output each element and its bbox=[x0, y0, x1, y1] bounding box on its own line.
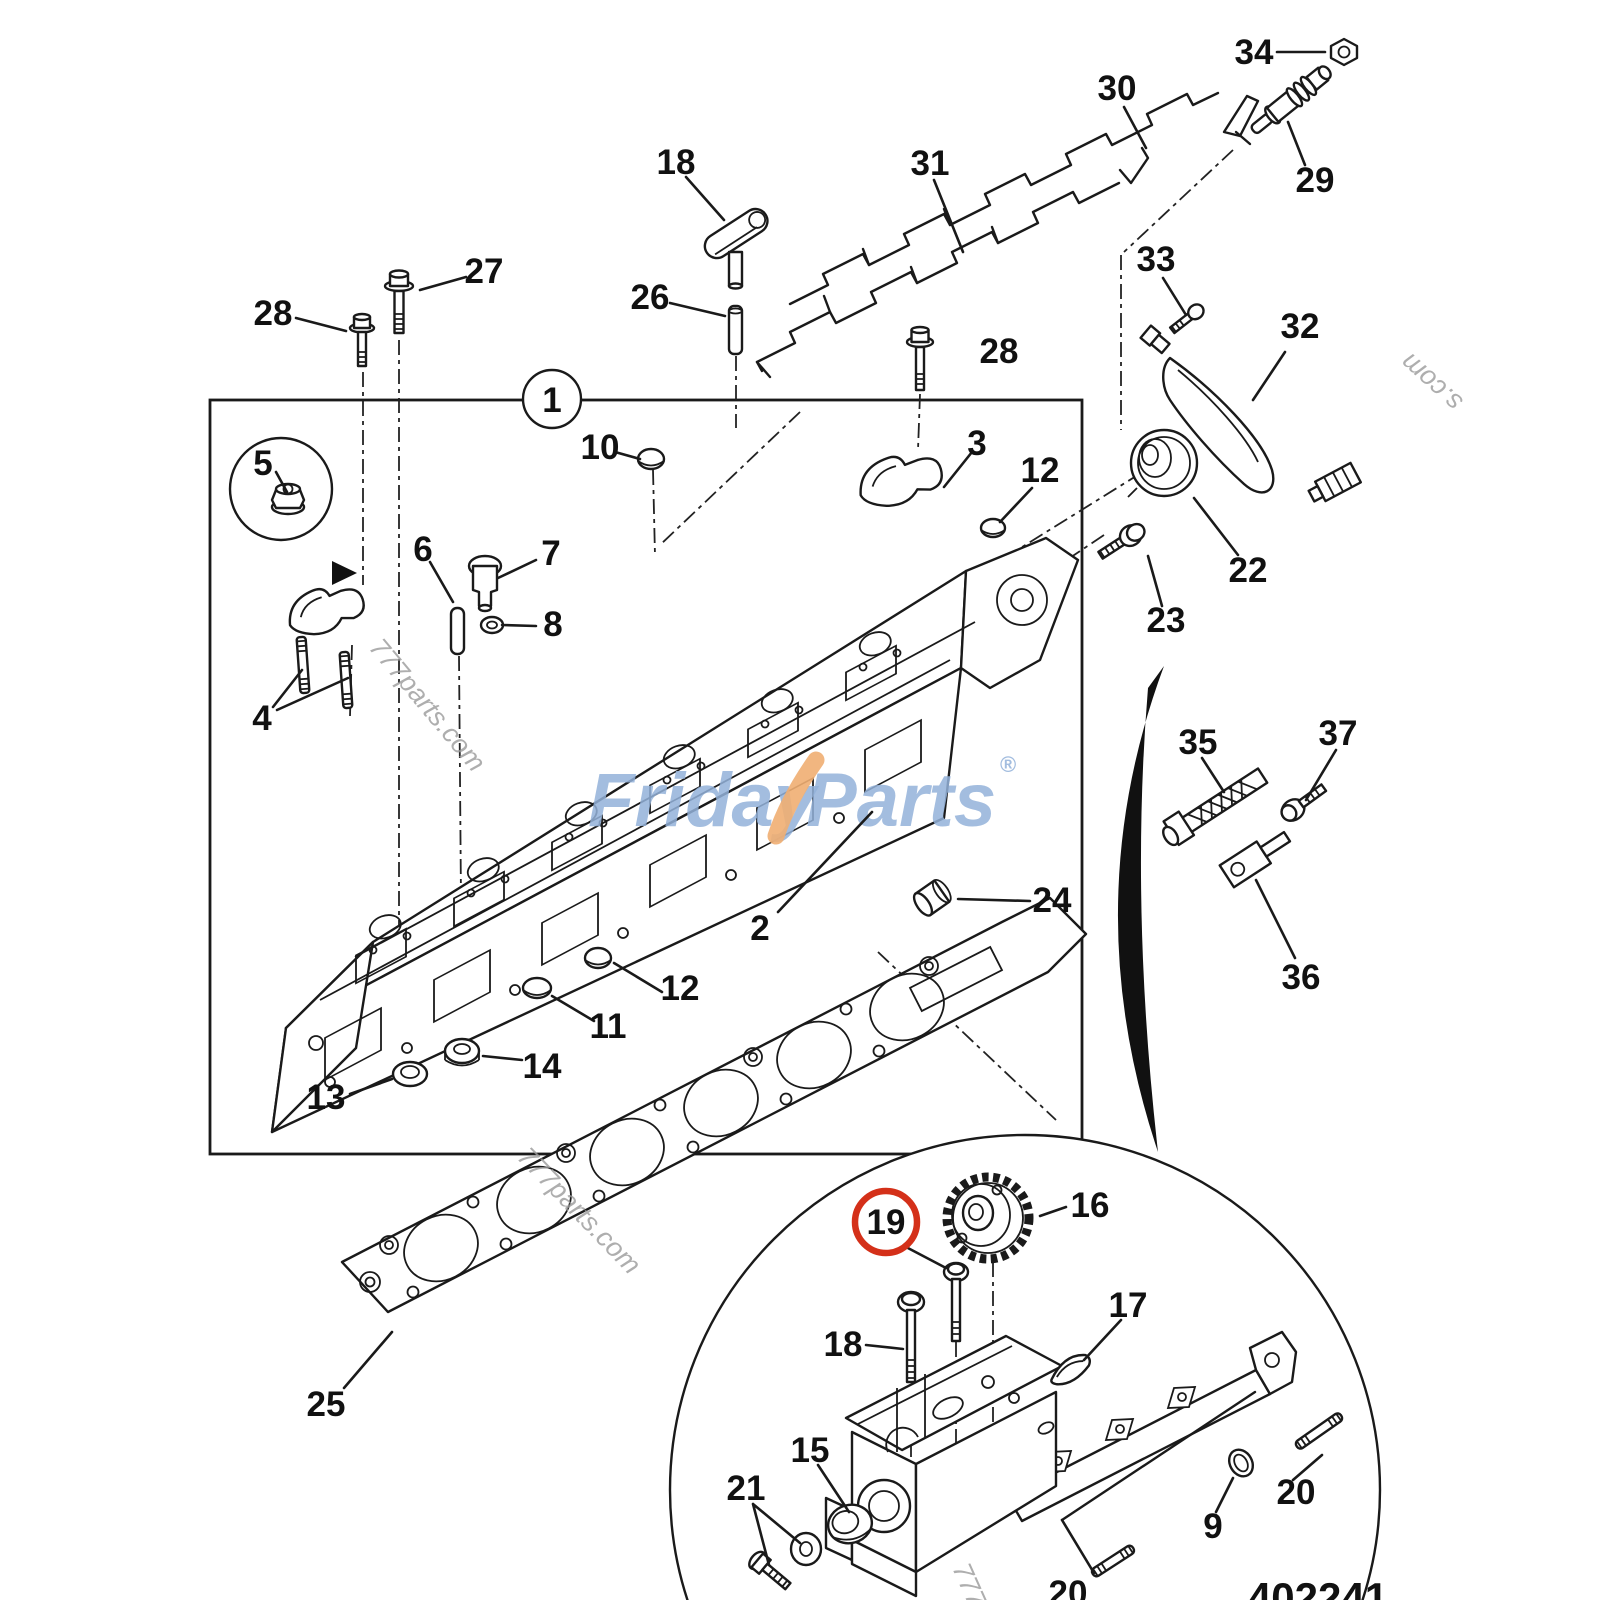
part-label-7: 7 bbox=[541, 534, 560, 573]
gear-16-drawing bbox=[942, 1172, 1034, 1264]
bolt-23-drawing bbox=[1097, 522, 1146, 560]
part-label-11: 11 bbox=[590, 1007, 627, 1046]
oring-9-drawing bbox=[1227, 1448, 1255, 1478]
part-label-14: 14 bbox=[523, 1047, 562, 1086]
part-label-28-left: 28 bbox=[254, 294, 293, 333]
bolt-18-lower-drawing bbox=[896, 1290, 926, 1384]
part-label-12-lower: 12 bbox=[661, 969, 700, 1008]
part-label-36: 36 bbox=[1282, 958, 1321, 997]
brand-text-parts: Parts bbox=[806, 758, 996, 843]
sensor-35-drawing bbox=[1162, 767, 1269, 847]
handle-18-drawing bbox=[703, 207, 769, 290]
stud-20-bottom-drawing bbox=[1090, 1544, 1136, 1578]
part-label-8: 8 bbox=[543, 605, 562, 644]
part-label-17: 17 bbox=[1109, 1286, 1148, 1325]
part-label-24: 24 bbox=[1033, 881, 1072, 920]
adjuster-7-drawing bbox=[467, 554, 503, 613]
nut-5-inset bbox=[228, 436, 357, 585]
pin-6-drawing bbox=[449, 606, 466, 656]
cap-10-drawing bbox=[636, 447, 666, 471]
bolt-28-right-drawing bbox=[905, 325, 935, 392]
part-label-30: 30 bbox=[1098, 69, 1137, 108]
part-label-1: 1 bbox=[542, 381, 561, 420]
part-label-12-upper: 12 bbox=[1021, 451, 1060, 490]
cap-11-drawing bbox=[521, 976, 553, 1000]
cable-32-drawing bbox=[1139, 324, 1363, 503]
inset-sweep-arc bbox=[1117, 666, 1164, 1152]
part-label-33: 33 bbox=[1137, 240, 1176, 279]
callout-circle-1 bbox=[521, 368, 583, 430]
part-label-25: 25 bbox=[307, 1385, 346, 1424]
bolt-19-drawing bbox=[942, 1261, 970, 1343]
part-label-20-bottom: 20 bbox=[1049, 1574, 1088, 1600]
brand-swoosh bbox=[767, 751, 825, 845]
cup-22-drawing bbox=[1127, 428, 1199, 498]
glow-plug-drawing bbox=[1250, 65, 1332, 135]
watermark-fridayparts: Friday Parts ® bbox=[588, 751, 1016, 845]
highlight-circle-19 bbox=[851, 1187, 921, 1257]
part-label-16: 16 bbox=[1071, 1186, 1110, 1225]
brand-registered-mark: ® bbox=[1000, 752, 1016, 777]
part-label-37: 37 bbox=[1319, 714, 1358, 753]
part-label-34: 34 bbox=[1235, 33, 1274, 72]
bolt-21-drawing bbox=[748, 1550, 792, 1591]
part-label-35: 35 bbox=[1179, 723, 1218, 762]
nut-34-drawing bbox=[1329, 37, 1359, 67]
rocker-clamp-left-drawing bbox=[288, 587, 365, 636]
bolt-27-drawing bbox=[383, 269, 415, 335]
part-label-4: 4 bbox=[252, 699, 272, 738]
bolt-33-drawing bbox=[1168, 303, 1205, 335]
bolt-28-left-drawing bbox=[348, 312, 376, 368]
part-label-18-lower: 18 bbox=[824, 1325, 863, 1364]
inset-arrow bbox=[332, 561, 357, 585]
part-label-9: 9 bbox=[1203, 1507, 1222, 1546]
part-label-19: 19 bbox=[867, 1203, 906, 1242]
stud-20-right-drawing bbox=[1294, 1412, 1344, 1450]
part-label-20-right: 20 bbox=[1277, 1473, 1316, 1512]
leader-lines bbox=[271, 50, 1338, 1575]
head-gasket-drawing bbox=[340, 896, 1088, 1314]
part-label-2: 2 bbox=[750, 909, 769, 948]
part-label-32: 32 bbox=[1281, 307, 1320, 346]
part-label-5: 5 bbox=[253, 444, 272, 483]
figure-number: 402241 bbox=[1248, 1574, 1388, 1600]
part-label-26: 26 bbox=[631, 278, 670, 317]
washer-8-drawing bbox=[479, 615, 505, 635]
cylinder-head-drawing bbox=[270, 536, 1080, 1134]
seal-14-drawing bbox=[443, 1037, 481, 1067]
harness-rails-drawing bbox=[755, 91, 1260, 379]
part-label-29: 29 bbox=[1296, 161, 1335, 200]
part-label-15: 15 bbox=[791, 1431, 830, 1470]
part-label-28-right: 28 bbox=[980, 332, 1019, 371]
part-label-6: 6 bbox=[413, 530, 432, 569]
part-label-10: 10 bbox=[581, 428, 620, 467]
nut-5-drawing bbox=[270, 482, 306, 516]
part-label-23: 23 bbox=[1147, 601, 1186, 640]
part-label-21: 21 bbox=[727, 1469, 766, 1508]
watermark-scom-right: s.com bbox=[1394, 347, 1468, 417]
bolt-37-drawing bbox=[1280, 783, 1328, 822]
plug-24-drawing bbox=[912, 879, 952, 917]
watermark-777parts-upper: 777parts.com bbox=[363, 633, 491, 778]
part-label-27: 27 bbox=[465, 252, 504, 291]
part-label-3: 3 bbox=[967, 424, 986, 463]
callout-labels: 1 2 3 4 5 6 7 8 9 10 11 12 12 13 14 15 1… bbox=[252, 33, 1357, 1600]
pin-26-drawing bbox=[727, 304, 744, 356]
part-label-31: 31 bbox=[911, 144, 950, 183]
cap-12-lower-drawing bbox=[583, 946, 613, 970]
bracket-36-drawing bbox=[1218, 830, 1292, 889]
oil-rail-drawing bbox=[1006, 1330, 1298, 1523]
clip-17-drawing bbox=[1050, 1353, 1091, 1386]
part-label-18-top: 18 bbox=[657, 143, 696, 182]
seal-13-drawing bbox=[391, 1060, 429, 1088]
part-label-22: 22 bbox=[1229, 551, 1268, 590]
rocker-clamp-right-drawing bbox=[859, 455, 943, 508]
cap-12-upper-drawing bbox=[979, 517, 1007, 539]
part-label-13: 13 bbox=[307, 1078, 346, 1117]
